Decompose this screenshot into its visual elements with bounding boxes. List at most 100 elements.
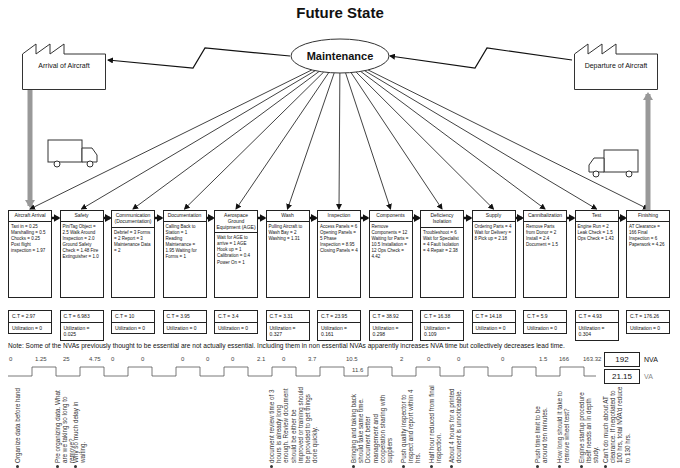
process-box: TestEngine Run = 2 Leak Check = 1.5 Ops … bbox=[575, 210, 619, 298]
timeline-value: 0 bbox=[205, 356, 210, 362]
process-data: Calling Back to Station = 1 Reading Main… bbox=[164, 222, 206, 262]
process-box: Communication (Documentation)Debrief = 3… bbox=[111, 210, 155, 298]
process-title: Inspection bbox=[318, 211, 360, 222]
cycle-time: C.T = 176.26 bbox=[627, 311, 669, 322]
ellipse-shape bbox=[291, 39, 389, 73]
process-box: SupplyOrdering Parts = 4 Wait for Delive… bbox=[472, 210, 516, 298]
fan-connector bbox=[365, 71, 597, 209]
bullet bbox=[74, 465, 77, 468]
push-connector bbox=[310, 217, 317, 220]
fan-connector bbox=[236, 73, 329, 209]
step-path bbox=[8, 367, 596, 376]
utilization: Utilization = 0 bbox=[215, 322, 257, 334]
cycle-time: C.T = 2.97 bbox=[9, 311, 51, 322]
cycle-time: C.T = 38.92 bbox=[370, 311, 412, 322]
bullet bbox=[430, 465, 433, 468]
bullet bbox=[270, 465, 273, 468]
data-box: C.T = 3.95Utilization = 0 bbox=[163, 310, 207, 334]
process-box: WashPulling Aircraft to Wash Bay = 2 Was… bbox=[266, 210, 310, 298]
process-box: DocumentationCalling Back to Station = 1… bbox=[163, 210, 207, 298]
process-box: Deficiency IsolationTroubleshoot = 6 Wai… bbox=[420, 210, 464, 298]
process-data: Remove Components = 12 Waiting for Parts… bbox=[370, 222, 412, 262]
timeline-value: 2 bbox=[399, 356, 404, 362]
timeline-value: 4.75 bbox=[88, 356, 102, 362]
utilization: Utilization = 0 bbox=[627, 322, 669, 334]
total-key: VA bbox=[644, 369, 653, 384]
push-connector bbox=[413, 217, 420, 220]
bullet bbox=[580, 465, 583, 468]
process-data: Ordering Parts = 4 Wait for Delivery = 8… bbox=[473, 222, 515, 244]
timeline-value: 11.6 bbox=[351, 367, 364, 373]
improvement-note: Push quality inspector to inspect and re… bbox=[400, 385, 422, 463]
process-box: Aircraft ArrivalTaxi in = 0.25 Marshalli… bbox=[8, 210, 52, 298]
fan-connector bbox=[368, 70, 648, 209]
process-title: Finishing bbox=[627, 211, 669, 222]
utilization: Utilization = 0 bbox=[9, 322, 51, 334]
process-title: Aircraft Arrival bbox=[9, 211, 51, 222]
timeline-value: 0 bbox=[110, 356, 115, 362]
process-title: Test bbox=[576, 211, 618, 222]
utilization: Utilization = 0.025 bbox=[61, 322, 103, 340]
fan-connector bbox=[288, 73, 335, 209]
fan-connector bbox=[30, 70, 312, 209]
fan-connector bbox=[185, 72, 324, 209]
timeline-value: 1.25 bbox=[34, 356, 48, 362]
process-data: Remove Parts from Donor = 2 Install = 2.… bbox=[524, 222, 566, 250]
truck-left bbox=[48, 140, 97, 167]
utilization: Utilization = 0 bbox=[473, 322, 515, 334]
total-key: NVA bbox=[644, 352, 658, 367]
push-connector bbox=[361, 217, 368, 220]
improvement-note: Why so much delay in waiting. bbox=[72, 385, 86, 463]
note-text: Note: Some of the NVAs previously though… bbox=[8, 342, 672, 350]
cycle-time: C.T = 10 bbox=[112, 311, 154, 322]
utilization: Utilization = 0.109 bbox=[421, 322, 463, 340]
process-box: SafetyPin/Tag Object = 2.5 Walk Around I… bbox=[60, 210, 104, 298]
truck-right bbox=[589, 150, 638, 177]
utilization: Utilization = 0.304 bbox=[576, 322, 618, 340]
total-box: 21.15 VA bbox=[604, 369, 668, 384]
cycle-time: C.T = 5.9 bbox=[524, 311, 566, 322]
process-title: Documentation bbox=[164, 211, 206, 222]
timeline-value: 2.1 bbox=[256, 356, 266, 362]
cycle-time: C.T = 4.93 bbox=[576, 311, 618, 322]
cycle-time: C.T = 16.38 bbox=[421, 311, 463, 322]
process-data: Debrief = 3 Forms = 2 Report = 3 Mainten… bbox=[112, 228, 154, 256]
timeline-value: 0 bbox=[140, 356, 145, 362]
total-value: 192 bbox=[604, 352, 640, 367]
process-data: Pulling Aircraft to Wash Bay = 2 Washing… bbox=[267, 222, 309, 244]
process-data: Pin/Tag Object = 2.5 Walk Around Inspect… bbox=[61, 222, 103, 262]
process-title: Cannibalization bbox=[524, 211, 566, 222]
total-value: 21.15 bbox=[604, 369, 640, 384]
process-box: Aerospace Ground Equipment (AGE)Wait for… bbox=[214, 210, 258, 298]
process-title: Communication (Documentation) bbox=[112, 211, 154, 228]
vert-connector bbox=[28, 90, 33, 206]
process-box: InspectionAccess Panels = 6 Opening Pane… bbox=[317, 210, 361, 298]
process-data: Taxi in = 0.25 Marshalling = 0.5 Chocks … bbox=[9, 222, 51, 256]
maintenance-ellipse: Maintenance bbox=[290, 38, 390, 74]
bullet bbox=[402, 465, 405, 468]
data-box: C.T = 14.18Utilization = 0 bbox=[472, 310, 516, 334]
improvement-note: Organize data before hand bbox=[14, 385, 21, 463]
fan-connector bbox=[82, 71, 316, 209]
data-box: C.T = 23.95Utilization = 0.161 bbox=[317, 310, 361, 341]
push-connector bbox=[155, 217, 162, 220]
data-box: C.T = 4.93Utilization = 0.304 bbox=[575, 310, 619, 341]
process-title: Supply bbox=[473, 211, 515, 222]
improvement-note: How long should it take to remove wheel … bbox=[556, 385, 570, 463]
push-connector bbox=[464, 217, 471, 220]
bullet bbox=[16, 465, 19, 468]
process-title: Deficiency Isolation bbox=[421, 211, 463, 228]
cycle-time: C.T = 23.95 bbox=[318, 311, 360, 322]
timeline-value: 0 bbox=[180, 356, 185, 362]
fan-connector bbox=[339, 73, 341, 209]
data-box: C.T = 2.97Utilization = 0 bbox=[8, 310, 52, 334]
cycle-time: C.T = 6.983 bbox=[61, 311, 103, 322]
timeline-value: 0 bbox=[500, 356, 505, 362]
timeline-value: 166 bbox=[558, 356, 570, 362]
utilization: Utilization = 0 bbox=[524, 322, 566, 334]
data-box: C.T = 38.92Utilization = 0.298 bbox=[369, 310, 413, 341]
utilization: Utilization = 0 bbox=[164, 322, 206, 334]
ellipse-label: Maintenance bbox=[290, 38, 390, 74]
utilization: Utilization = 0.161 bbox=[318, 322, 360, 340]
factory-label: Arrival of Aircraft bbox=[22, 40, 106, 70]
